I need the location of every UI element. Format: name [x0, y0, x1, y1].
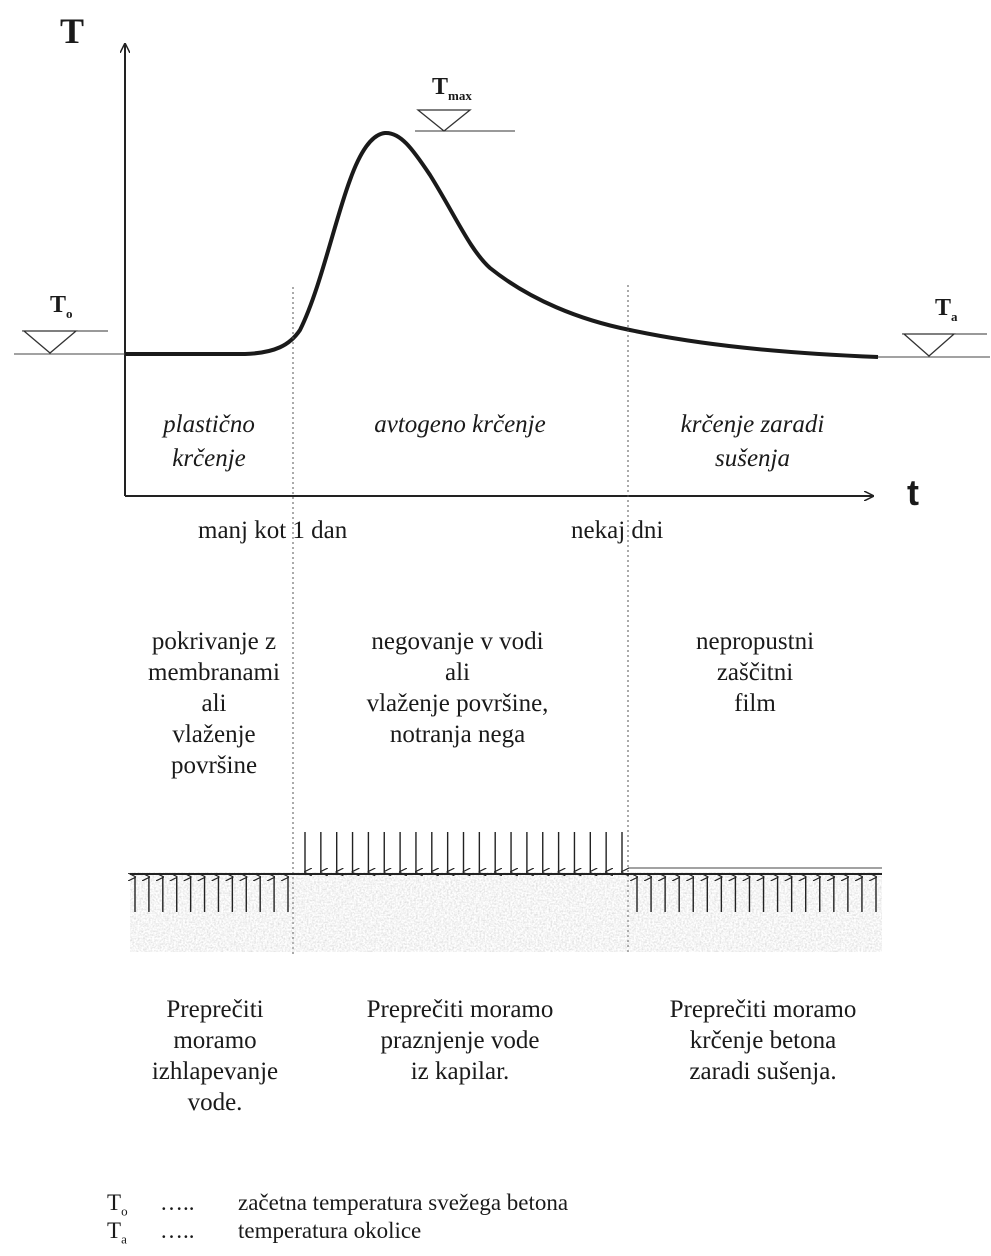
- concrete-texture: [130, 872, 882, 952]
- legend-ta-description: temperatura okolice: [238, 1218, 422, 1243]
- t0-label: To: [50, 292, 73, 321]
- x-axis-label: t: [907, 472, 919, 513]
- measure-protective-film: nepropustni zaščitni film: [695, 628, 815, 717]
- water-supply-arrows-middle: [305, 832, 622, 872]
- goal-prevent-drying-shrinkage: Preprečiti moramo krčenje betona zaradi …: [669, 996, 857, 1085]
- goal-prevent-capillary-emptying: Preprečiti moramo praznjenje vode iz kap…: [366, 996, 554, 1085]
- legend: To ….. začetna temperatura svežega beton…: [0, 1190, 991, 1252]
- ta-triangle: [902, 333, 956, 357]
- measure-water-curing: negovanje v vodi ali vlaženje površine, …: [366, 628, 549, 748]
- goal-prevent-evaporation: Preprečiti moramo izhlapevanje vode.: [151, 996, 279, 1116]
- temperature-curve: [125, 131, 879, 359]
- tmax-label: Tmax: [432, 74, 472, 103]
- legend-t0-description: začetna temperatura svežega betona: [238, 1190, 569, 1215]
- time-mark-few-days: nekaj dni: [571, 517, 664, 544]
- measure-membranes-or-wetting: pokrivanje z membranami ali vlaženje pov…: [148, 628, 280, 779]
- t0-triangle: [22, 330, 78, 354]
- y-axis-label: T: [60, 11, 85, 51]
- legend-t0-dots: …..: [160, 1190, 195, 1215]
- tmax-triangle: [416, 109, 472, 132]
- legend-ta-dots: …..: [160, 1218, 195, 1243]
- evaporation-arrows-left: [135, 877, 288, 912]
- evaporation-arrows-right: [637, 877, 876, 912]
- phase-plastic-shrinkage: plastično krčenje: [163, 411, 255, 472]
- phase-autogenous-shrinkage: avtogeno krčenje: [374, 411, 546, 438]
- phase-drying-shrinkage: krčenje zaradi sušenja: [680, 411, 825, 472]
- legend-t0-symbol: To: [107, 1190, 128, 1219]
- time-mark-less-than-one-day: manj kot 1 dan: [198, 517, 348, 544]
- ta-label: Ta: [935, 295, 958, 324]
- legend-ta-symbol: Ta: [107, 1218, 127, 1247]
